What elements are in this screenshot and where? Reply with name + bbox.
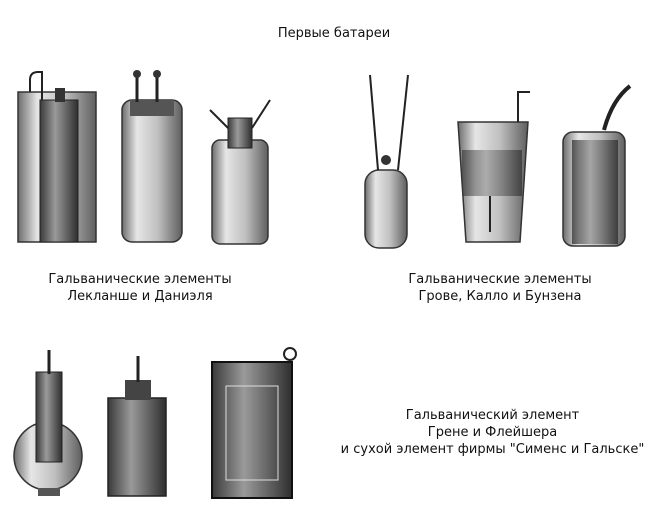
caption-line: Гальванические элементы [408, 272, 592, 287]
page-title: Первые батареи [277, 26, 391, 41]
daniell-cell-illustration-2 [209, 99, 271, 245]
grove-cell-illustration [364, 74, 409, 249]
bunsen-cell-illustration [562, 84, 632, 247]
fleischer-cell-illustration [107, 356, 167, 497]
grenet-cell-illustration [13, 350, 83, 496]
caption-line: Грове, Калло и Бунзена [418, 289, 582, 304]
leclanche-cell-illustration [17, 71, 97, 243]
caption-line: и сухой элемент фирмы "Сименс и Гальске" [340, 442, 645, 457]
caption-grenet-fleischer-siemens: Гальванический элемент Грене и Флейшера … [320, 407, 665, 458]
caption-grove-callaud-bunsen: Гальванические элементы Грове, Калло и Б… [350, 271, 650, 305]
caption-line: Гальванический элемент [405, 408, 580, 423]
caption-line: Гальванические элементы [48, 272, 232, 287]
caption-leclanche-daniell: Гальванические элементы Лекланше и Даниэ… [20, 271, 260, 305]
callaud-cell-illustration [457, 91, 530, 243]
daniell-cell-illustration-1 [121, 70, 183, 243]
siemens-halske-dry-cell-illustration [211, 347, 297, 499]
caption-line: Грене и Флейшера [427, 425, 558, 440]
caption-line: Лекланше и Даниэля [67, 289, 213, 304]
